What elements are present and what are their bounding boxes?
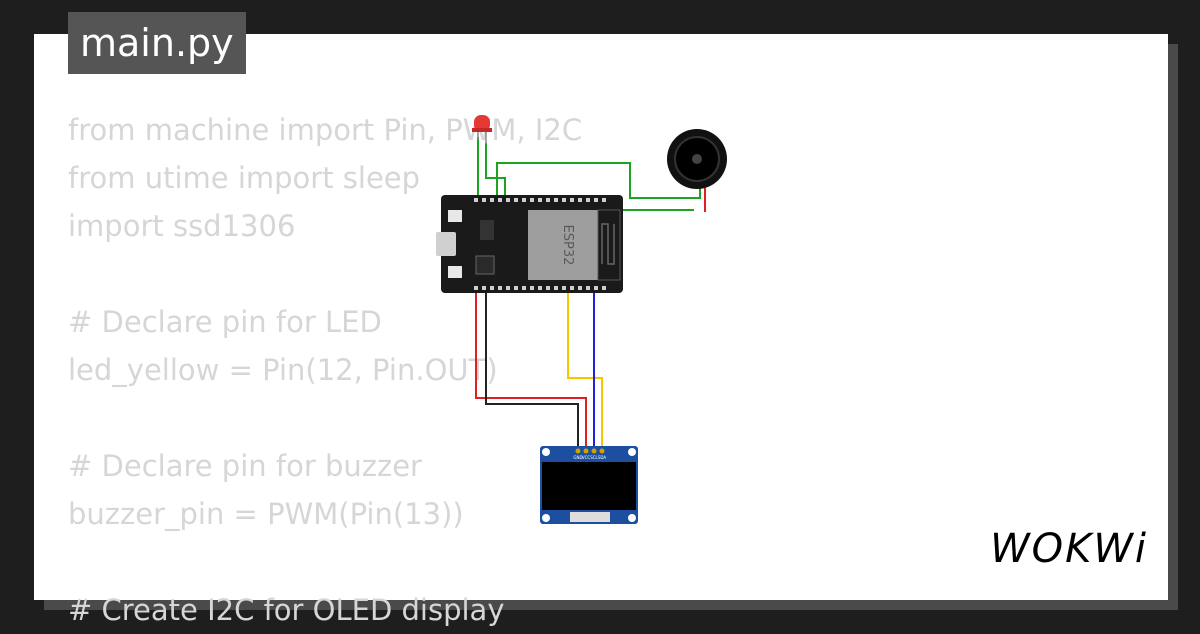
- esp32-bottom-pins: [474, 286, 606, 290]
- usb-port: [436, 232, 456, 256]
- buzzer[interactable]: [667, 129, 727, 189]
- file-tab[interactable]: main.py: [68, 12, 246, 74]
- wire-oled-yellow: [567, 291, 603, 450]
- red-led[interactable]: [472, 115, 492, 144]
- oled-pin-scl: SCL: [590, 455, 598, 460]
- oled-ribbon: [570, 512, 610, 522]
- esp32-board[interactable]: ESP32: [436, 195, 623, 293]
- oled-screen: [542, 462, 636, 510]
- regulator: [480, 220, 494, 240]
- esp32-chip-label: ESP32: [560, 225, 575, 266]
- wire-oled-red: [475, 291, 587, 450]
- code-line: from utime import sleep: [68, 161, 421, 195]
- boot-button: [448, 210, 462, 222]
- oled-pin-vcc: VCC: [582, 455, 591, 460]
- file-tab-label: main.py: [80, 21, 234, 65]
- usb-chip: [475, 255, 495, 275]
- code-line: # Declare pin for buzzer: [68, 449, 422, 483]
- esp32-top-pins: [474, 198, 606, 202]
- code-line: buzzer_pin = PWM(Pin(13)): [68, 497, 464, 531]
- wire-oled-black: [485, 291, 579, 450]
- oled-pin-sda: SDA: [598, 455, 607, 460]
- oled-pin-headers: [575, 448, 605, 454]
- oled-display[interactable]: GND VCC SCL SDA: [540, 446, 638, 524]
- reset-button: [448, 266, 462, 278]
- preview-card: from machine import Pin, PWM, I2C from ut…: [34, 34, 1168, 627]
- wire-buzzer-green: [496, 162, 701, 199]
- esp32-module: [528, 210, 598, 280]
- wire-led-green-2: [485, 143, 506, 196]
- code-line: # Declare pin for LED: [68, 305, 382, 339]
- wokwi-logo: WOKWi: [990, 526, 1148, 572]
- code-line: from machine import Pin, PWM, I2C: [68, 113, 583, 147]
- oled-pin-labels: GND VCC SCL SDA: [573, 455, 606, 460]
- code-line: import ssd1306: [68, 209, 296, 243]
- code-line: # Create I2C for OLED display: [68, 593, 505, 627]
- oled-pin-gnd: GND: [573, 455, 582, 460]
- code-preview: from machine import Pin, PWM, I2C from ut…: [68, 106, 582, 634]
- wires: [475, 137, 706, 450]
